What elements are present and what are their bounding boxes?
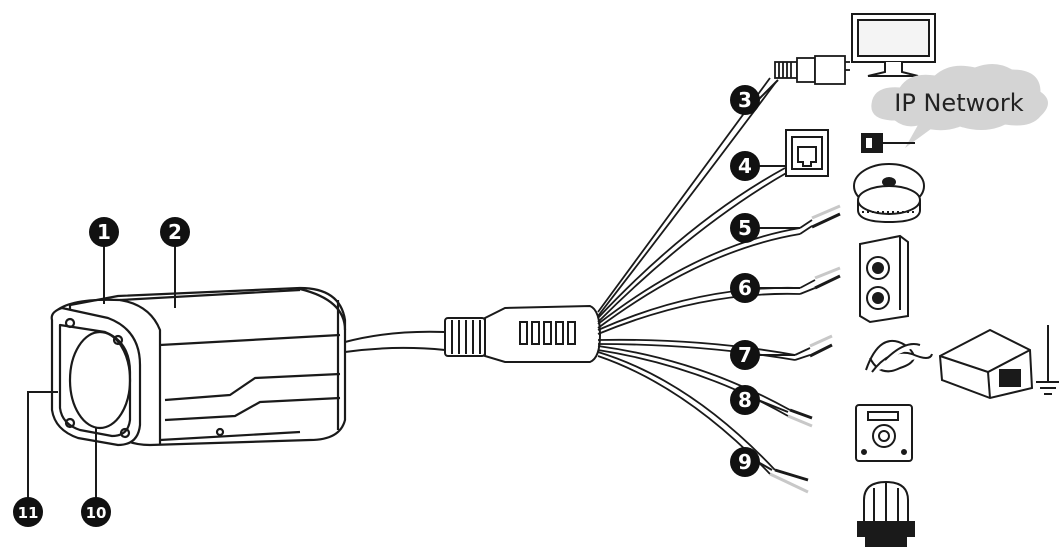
callout-5: 5 [730, 213, 760, 243]
svg-text:8: 8 [738, 388, 752, 412]
callout-9: 9 [730, 447, 760, 477]
svg-text:5: 5 [738, 216, 752, 240]
svg-text:9: 9 [738, 450, 752, 474]
svg-text:7: 7 [738, 343, 752, 367]
callout-4: 4 [730, 151, 760, 181]
wire-tips [769, 204, 841, 494]
microphone-icon [853, 163, 925, 224]
svg-text:11: 11 [18, 504, 39, 522]
callout-11: 11 [13, 497, 43, 527]
callout-10: 10 [81, 497, 111, 527]
alarm-light-icon [857, 480, 915, 547]
alarm-input-icon [855, 404, 913, 462]
camera-cable [344, 330, 446, 353]
svg-text:4: 4 [738, 154, 752, 178]
ground-icon [1036, 325, 1059, 395]
ethernet-plug-icon [774, 55, 850, 85]
callout-7: 7 [730, 340, 760, 370]
speaker-icon [859, 234, 909, 324]
network-adapter-icon [861, 133, 915, 153]
ip-network-cloud: IP Network [871, 64, 1048, 148]
monitor-icon [851, 13, 936, 77]
svg-text:2: 2 [168, 220, 182, 244]
bullet-camera-icon [50, 286, 347, 447]
callout-1: 1 [89, 217, 119, 247]
wire-bundle [597, 77, 801, 475]
callout-3: 3 [730, 85, 760, 115]
callout-6: 6 [730, 273, 760, 303]
svg-text:3: 3 [738, 88, 752, 112]
network-label: IP Network [894, 89, 1023, 117]
callout-leaders [27, 79, 800, 500]
svg-text:6: 6 [738, 276, 752, 300]
svg-text:1: 1 [97, 220, 111, 244]
cable-connector [444, 304, 602, 363]
power-adapter-icon [865, 328, 1034, 400]
svg-text:10: 10 [86, 504, 107, 522]
callout-8: 8 [730, 385, 760, 415]
rj45-port-icon [785, 129, 829, 177]
callout-2: 2 [160, 217, 190, 247]
